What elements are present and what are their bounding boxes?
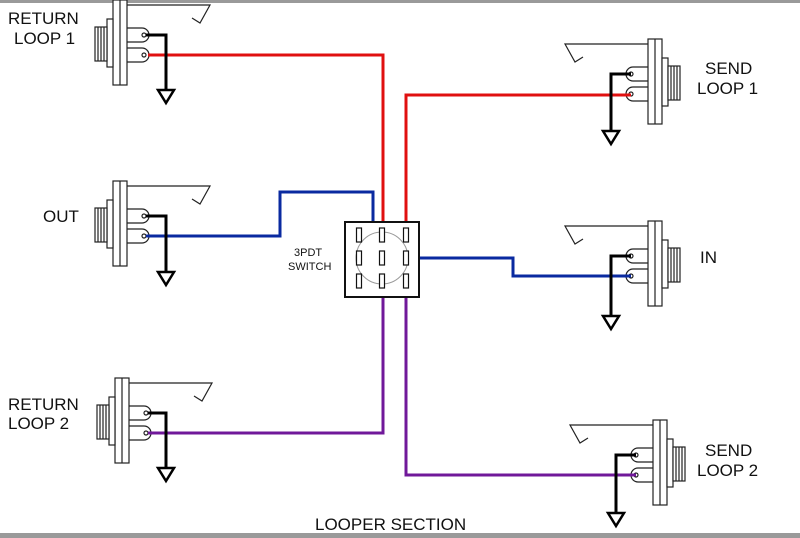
jack-switch-hook — [563, 225, 648, 245]
switch-pin — [402, 273, 410, 289]
ground-return-loop-1 — [146, 33, 168, 90]
label-return-loop-1-line2: LOOP 1 — [14, 29, 75, 48]
switch-pin — [355, 250, 363, 266]
jack-send-loop-1 — [563, 38, 681, 125]
label-switch-line1: 3PDT — [294, 247, 322, 259]
label-send-loop-1-line2: LOOP 1 — [697, 79, 758, 98]
label-return-loop-2-line2: LOOP 2 — [8, 414, 69, 433]
jack-switch-hook — [563, 43, 648, 63]
label-send-loop-2-line2: LOOP 2 — [697, 461, 758, 480]
switch-pin — [402, 250, 410, 266]
switch-pin — [378, 250, 386, 266]
jack-in — [563, 220, 681, 307]
switch-pin — [378, 227, 386, 243]
jack-return-loop-2 — [96, 377, 214, 464]
ground-symbol-icon — [600, 129, 622, 147]
jack-send-loop-2 — [568, 419, 686, 506]
label-looper-section: LOOPER SECTION — [315, 515, 466, 534]
ground-in — [609, 254, 631, 316]
jack-washer — [106, 199, 114, 249]
wire-return-loop-1 — [148, 53, 385, 232]
ground-out — [146, 214, 168, 272]
jack-switch-hook — [127, 4, 212, 24]
wire-in — [406, 256, 631, 278]
jack-lug-hole — [141, 213, 147, 219]
jack-lug-hole — [141, 32, 147, 38]
ground-return-loop-2 — [148, 411, 168, 468]
jack-switch-hook — [129, 382, 214, 402]
wire-send-loop-1 — [404, 93, 631, 232]
ground-symbol-icon — [155, 466, 177, 484]
jack-washer — [661, 239, 669, 289]
ground-symbol-icon — [155, 270, 177, 288]
ground-symbol-icon — [605, 511, 627, 529]
jack-switch-hook — [568, 424, 653, 444]
switch-pin — [402, 227, 410, 243]
label-send-loop-2-line1: SEND — [705, 441, 752, 460]
ground-symbol-icon — [600, 314, 622, 332]
ground-send-loop-1 — [609, 72, 631, 131]
jack-washer — [661, 57, 669, 107]
jack-washer — [106, 18, 114, 68]
label-return-loop-2-line1: RETURN — [8, 395, 79, 414]
jack-switch-hook — [127, 185, 212, 205]
ground-symbol-icon — [155, 88, 177, 106]
label-switch-line2: SWITCH — [288, 261, 331, 273]
3pdt-switch — [344, 221, 420, 298]
switch-pin — [378, 273, 386, 289]
label-in: IN — [700, 248, 717, 267]
jack-out — [94, 180, 212, 267]
wire-send-loop-2 — [404, 284, 636, 477]
label-return-loop-1-line1: RETURN — [8, 9, 79, 28]
jack-lug-hole — [143, 430, 149, 436]
jack-washer — [666, 438, 674, 488]
bottom-border-bar — [0, 533, 800, 538]
ground-send-loop-2 — [614, 453, 636, 513]
jack-washer — [108, 396, 116, 446]
top-border-bar — [0, 0, 800, 3]
wire-return-loop-2 — [148, 284, 385, 435]
jack-lug-hole — [141, 233, 147, 239]
label-send-loop-1-line1: SEND — [705, 59, 752, 78]
jack-return-loop-1 — [94, 0, 212, 86]
switch-pin — [355, 227, 363, 243]
jack-lug-hole — [141, 52, 147, 58]
label-out: OUT — [43, 207, 79, 226]
switch-pin — [355, 273, 363, 289]
jack-lug-hole — [143, 410, 149, 416]
